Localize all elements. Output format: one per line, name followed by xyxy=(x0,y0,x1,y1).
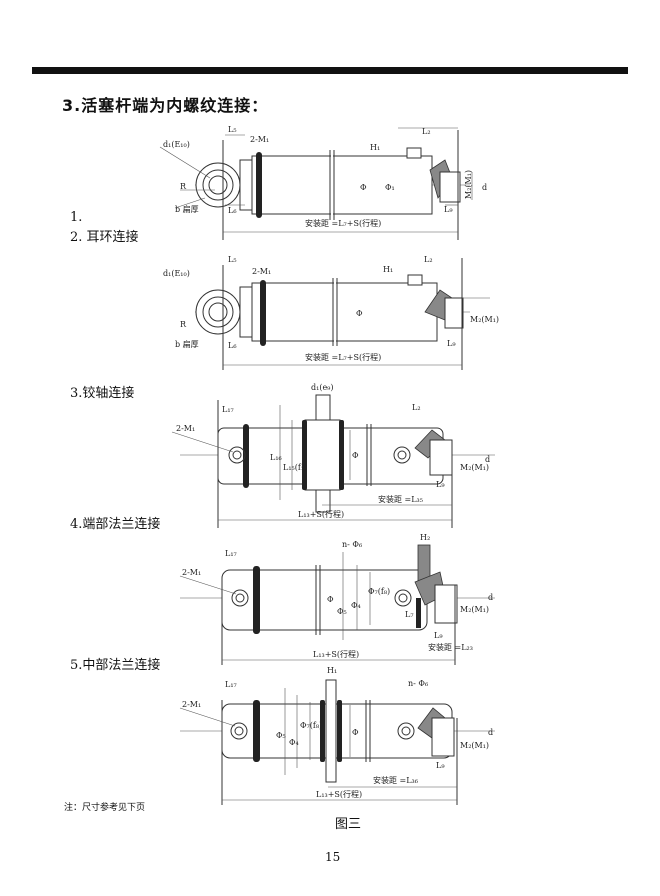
label-total: L₁₃+S(行程) xyxy=(313,649,359,659)
label-r: R xyxy=(180,182,187,191)
label-total: L₁₃+S(行程) xyxy=(316,789,362,799)
section-5-label: 5.中部法兰连接 xyxy=(70,658,161,673)
label-l17: L₁₇ xyxy=(225,549,237,558)
label-r: R xyxy=(180,320,187,329)
section-3-label: 3.铰轴连接 xyxy=(70,386,135,401)
label-n-phi6: n- Φ₆ xyxy=(408,679,428,688)
footnote: 注：尺寸参考见下页 xyxy=(64,803,146,813)
label-phi: Φ xyxy=(352,451,359,460)
label-l9: L₉ xyxy=(436,480,445,489)
drawing-end-flange: n- Φ₆ H₂ L₁₇ 2-M₁ Φ Φ₅ Φ₄ Φ₇(f₈) L₇ L₉ M… xyxy=(179,533,495,665)
label-l9: L₉ xyxy=(444,205,453,214)
drawing-eye-1: d₁(E₁₀) L₅ 2-M₁ R b 扁厚 L₆ H₁ L₂ Φ Φ₁ L₉ … xyxy=(159,125,487,240)
label-phi1: Φ₁ xyxy=(385,183,395,192)
label-l15: L₁₅(f₁) xyxy=(283,463,307,472)
page-number: 15 xyxy=(325,850,341,864)
label-m2: M₂(M₁) xyxy=(460,741,489,750)
label-h1: H₁ xyxy=(383,265,393,274)
label-phi4: Φ₄ xyxy=(351,601,361,610)
label-phi4: Φ₄ xyxy=(289,738,299,747)
label-d: d xyxy=(488,593,493,602)
label-l5: L₅ xyxy=(228,255,237,264)
label-h1: H₁ xyxy=(327,666,337,675)
label-install: 安装距 =L₇+S(行程) xyxy=(305,218,381,228)
label-d1: d₁(E₁₀) xyxy=(163,269,190,278)
drawing-trunnion: d₁(e₉) L₁₇ 2-M₁ L₁₆ L₁₅(f₁) Φ L₂ L₉ M₂(M… xyxy=(171,383,495,528)
label-l2: L₂ xyxy=(424,255,433,264)
label-phi: Φ xyxy=(356,309,363,318)
label-install: 安装距 =L₃₅ xyxy=(378,494,423,504)
label-phi7: Φ₇(f₈) xyxy=(300,721,322,730)
label-m2: M₂(M₁) xyxy=(460,605,489,614)
label-b: b 扁厚 xyxy=(175,339,199,349)
label-2-m1: 2-M₁ xyxy=(182,568,201,577)
label-m2: M₂(M₁) xyxy=(470,315,499,324)
section-4-label: 4.端部法兰连接 xyxy=(70,517,161,532)
label-install: 安装距 =L₇+S(行程) xyxy=(305,352,381,362)
label-2-m1: 2-M₁ xyxy=(252,267,271,276)
label-phi: Φ xyxy=(360,183,367,192)
label-b: b 扁厚 xyxy=(175,204,199,214)
label-phi5: Φ₅ xyxy=(337,607,347,616)
label-d1: d₁(E₁₀) xyxy=(163,140,190,149)
label-h1: H₁ xyxy=(370,143,380,152)
label-phi7: Φ₇(f₈) xyxy=(368,587,390,596)
label-phi: Φ xyxy=(327,595,334,604)
label-d1: d₁(e₉) xyxy=(311,383,334,392)
label-h2: H₂ xyxy=(420,533,430,542)
label-l17: L₁₇ xyxy=(225,680,237,689)
header-rule xyxy=(32,67,628,74)
label-2-m1: 2-M₁ xyxy=(176,424,195,433)
label-l16: L₁₆ xyxy=(270,453,282,462)
label-l9: L₉ xyxy=(447,339,456,348)
label-d: d xyxy=(488,728,493,737)
label-l6: L₆ xyxy=(228,206,237,215)
label-d: d xyxy=(482,183,487,192)
label-m2: M₂(M₁) xyxy=(460,463,489,472)
label-install: 安装距 =L₂₃ xyxy=(428,642,473,652)
section-1-label: 1. xyxy=(70,210,83,225)
section-2-label: 2. 耳环连接 xyxy=(70,230,139,245)
label-total: L₁₃+S(行程) xyxy=(298,509,344,519)
label-phi5: Φ₅ xyxy=(276,731,286,740)
label-2-m1: 2-M₁ xyxy=(182,700,201,709)
figure-caption: 图三 xyxy=(335,817,362,832)
label-l6: L₆ xyxy=(228,341,237,350)
label-n-phi6: n- Φ₆ xyxy=(342,540,362,549)
section-title: 3.活塞杆端为内螺纹连接： xyxy=(62,96,269,115)
label-l2: L₂ xyxy=(422,127,431,136)
drawing-mid-flange: H₁ n- Φ₆ L₁₇ 2-M₁ Φ₅ Φ₄ Φ₇(f₈) Φ L₉ M₂(M… xyxy=(179,666,495,805)
label-l5: L₅ xyxy=(228,125,237,134)
label-phi: Φ xyxy=(352,728,359,737)
label-install: 安装距 =L₃₆ xyxy=(373,775,418,785)
drawing-eye-2: d₁(E₁₀) L₅ 2-M₁ R b 扁厚 L₆ H₁ L₂ Φ L₉ M₂(… xyxy=(163,255,499,370)
label-2-m1: 2-M₁ xyxy=(250,135,269,144)
label-l9: L₉ xyxy=(436,761,445,770)
label-m2: M₂(M₁) xyxy=(464,170,473,199)
label-l7: L₇ xyxy=(405,610,414,619)
label-l9: L₉ xyxy=(434,631,443,640)
label-l17: L₁₇ xyxy=(222,405,234,414)
label-d: d xyxy=(485,455,490,464)
label-l2: L₂ xyxy=(412,403,421,412)
